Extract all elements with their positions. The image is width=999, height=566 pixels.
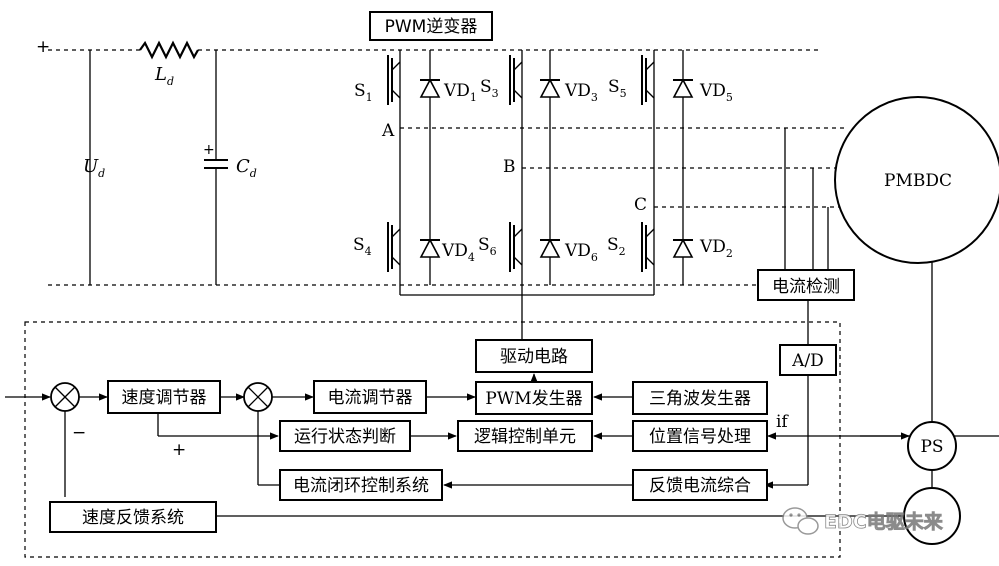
speed-minus-sign: − <box>72 423 86 443</box>
signal-if-label: if <box>776 412 789 432</box>
switch-s1 <box>387 55 401 105</box>
diode-vd3 <box>539 78 561 98</box>
pwm-generator-text: PWM发生器 <box>485 389 582 409</box>
switch-s4 <box>387 222 401 272</box>
label-vd6: VD6 <box>564 241 598 264</box>
run-state-plus-sign: + <box>172 440 186 460</box>
current-loop-text: 电流闭环控制系统 <box>293 476 429 496</box>
dc-plus-sign: + <box>36 37 50 57</box>
ps-label: PS <box>920 437 943 457</box>
diode-vd2 <box>672 238 694 258</box>
watermark: EDC电驱未来 <box>782 507 943 535</box>
watermark-text: EDC电驱未来 <box>824 510 943 533</box>
voltage-label: Ud <box>83 156 105 180</box>
inductor-label: Ld <box>154 64 174 88</box>
diode-vd4 <box>419 238 441 258</box>
diode-vd5 <box>672 78 694 98</box>
logic-control-text: 逻辑控制单元 <box>474 427 576 447</box>
igbt-switches <box>387 55 655 272</box>
triangle-generator-box <box>632 381 768 415</box>
controller-boundary <box>24 321 841 558</box>
position-signal-box <box>632 420 768 452</box>
switch-labels: S1 VD1 S3 VD3 S5 VD5 S4 VD4 S6 VD6 S2 VD… <box>353 77 733 264</box>
switch-s3 <box>509 55 523 105</box>
label-vd4: VD4 <box>441 241 475 264</box>
label-vd1: VD1 <box>443 81 477 104</box>
capacitor-label: Cd <box>236 156 257 180</box>
drive-circuit: 驱动电路 <box>475 339 593 383</box>
motor-circle <box>834 96 999 264</box>
feedback-current-text: 反馈电流综合 <box>649 476 751 496</box>
current-sense-chain: 电流检测 A/D <box>757 269 855 489</box>
dc-link: + Ld Ud + Cd <box>36 37 820 286</box>
label-s5: S5 <box>608 77 627 100</box>
tachometer-circle <box>903 487 961 545</box>
speed-feedback-box <box>49 501 217 533</box>
run-state-text: 运行状态判断 <box>294 427 396 447</box>
phase-b-label: B <box>503 157 516 177</box>
current-loop-box <box>279 469 443 501</box>
drive-circuit-text: 驱动电路 <box>500 347 568 367</box>
capacitor-plus-sign: + <box>203 142 215 158</box>
phase-a-label: A <box>381 121 395 141</box>
label-s2: S2 <box>607 235 626 258</box>
motor-label: PMBDC <box>884 171 952 191</box>
current-detect-box <box>757 269 855 301</box>
ad-text: A/D <box>791 351 824 371</box>
phase-c-label: C <box>634 195 647 215</box>
label-s1: S1 <box>354 81 373 104</box>
switch-s2 <box>641 222 655 272</box>
position-sensor: if PS <box>767 412 999 545</box>
inverter-title-box <box>369 11 493 41</box>
diode-vd1 <box>419 78 441 98</box>
drive-circuit-box <box>475 339 593 373</box>
switch-s5 <box>641 55 655 105</box>
diode-vd6 <box>539 238 561 258</box>
control-loop: 速度调节器 电流调节器 PWM发生器 三角波发生器 − + 运行状态判断 逻辑控… <box>5 380 905 533</box>
label-vd3: VD3 <box>564 81 598 104</box>
position-signal-text: 位置信号处理 <box>649 427 751 447</box>
summing-junction-current <box>243 382 273 412</box>
phase-lines <box>400 127 848 270</box>
triangle-generator-text: 三角波发生器 <box>649 389 751 409</box>
inductor-symbol <box>139 40 199 60</box>
current-regulator-text: 电流调节器 <box>328 388 413 408</box>
motor: PMBDC <box>834 96 999 422</box>
inverter-title: PWM逆变器 <box>369 11 493 41</box>
phase-labels: A B C <box>381 121 647 215</box>
diodes <box>419 78 694 258</box>
label-s3: S3 <box>480 77 499 100</box>
label-s4: S4 <box>353 235 372 258</box>
feedback-current-box <box>632 469 768 501</box>
summing-junction-speed <box>50 382 80 412</box>
speed-regulator-text: 速度调节器 <box>122 388 207 408</box>
speed-feedback-text: 速度反馈系统 <box>82 508 184 528</box>
current-regulator-box <box>313 380 427 414</box>
switch-s6 <box>509 222 523 272</box>
inverter-title-text: PWM逆变器 <box>385 17 478 37</box>
label-vd2: VD2 <box>699 237 733 260</box>
label-vd5: VD5 <box>699 81 733 104</box>
logic-control-box <box>457 420 593 452</box>
pwm-generator-box <box>475 381 593 415</box>
wechat-icon <box>782 507 819 535</box>
run-state-box <box>279 420 411 452</box>
current-detect-text: 电流检测 <box>772 277 840 297</box>
label-s6: S6 <box>478 235 497 258</box>
